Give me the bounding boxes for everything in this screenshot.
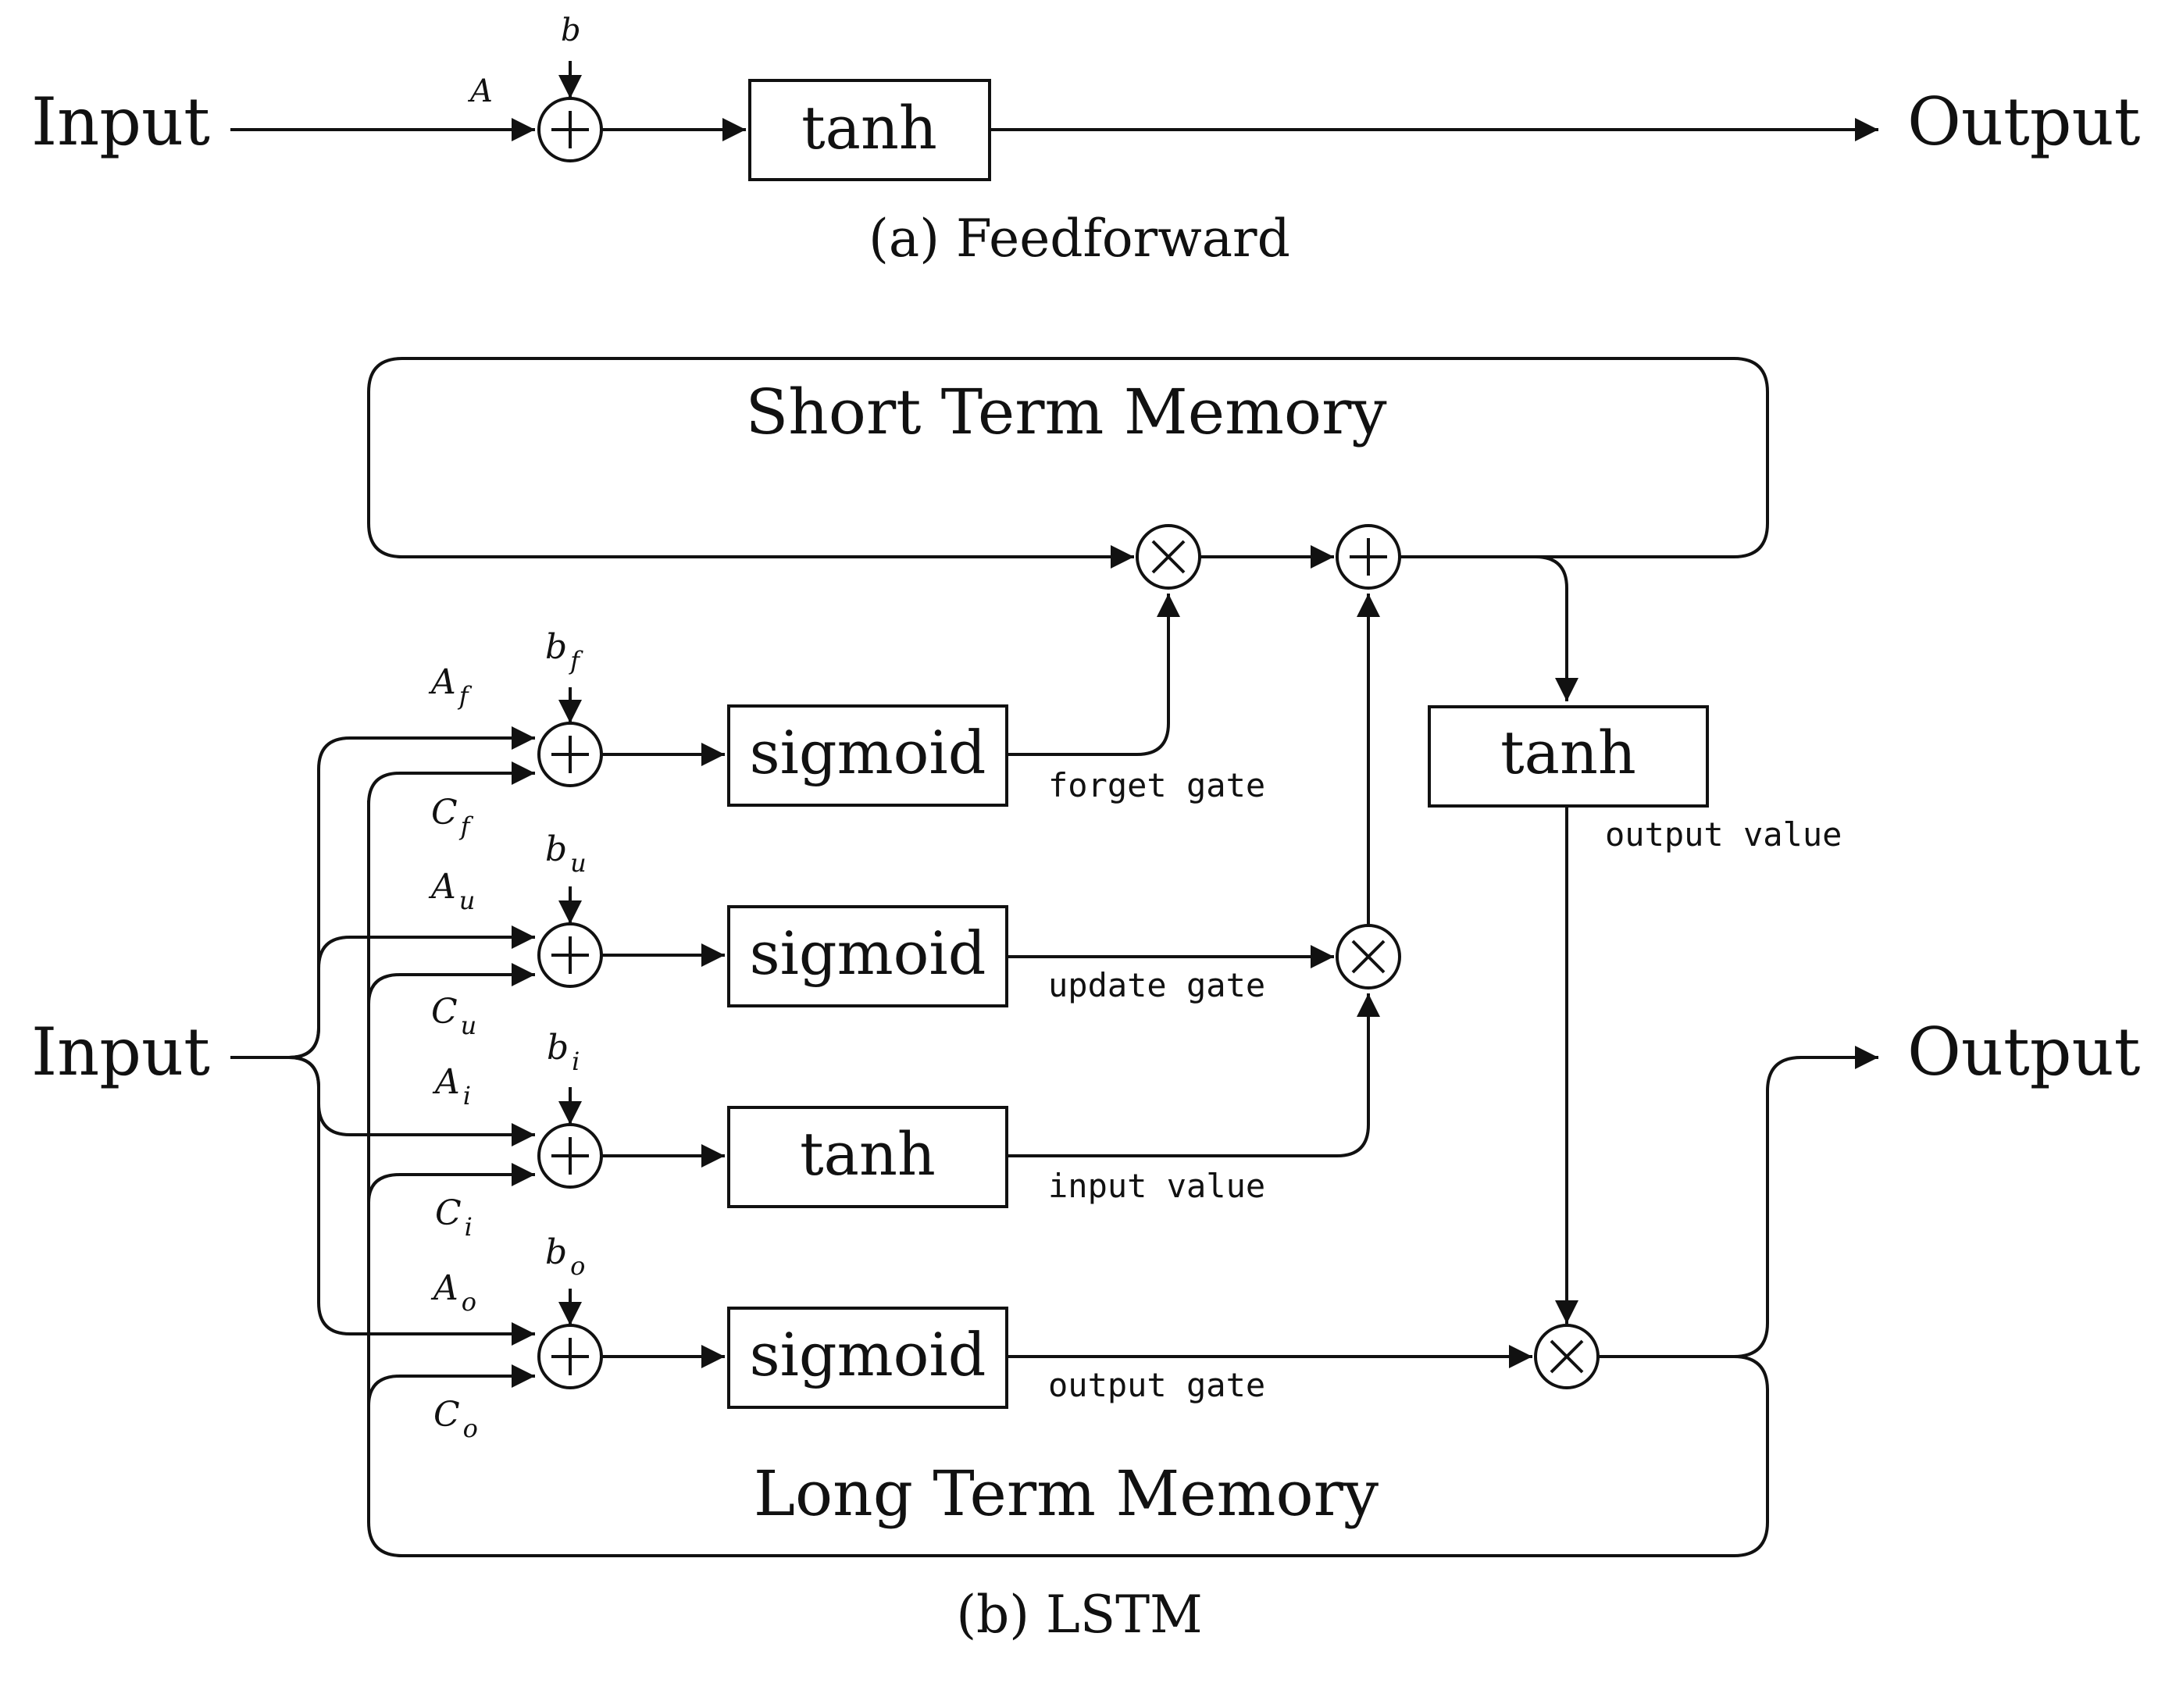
ff-output-label: Output [1907,84,2141,160]
ltm-loop [367,801,1769,1557]
ff-bias-label: b [561,12,581,48]
input-to-Ai-arrow [288,1056,535,1146]
gate-input-activation-label: tanh [800,1119,936,1189]
stm-loop [367,357,1769,558]
stm-add-node [1336,524,1401,590]
update-multiply-node [1336,924,1401,989]
ff-sum-node [537,97,603,162]
output-arrow [1598,1046,1878,1358]
gate-forget-note: forget gate [1048,766,1265,804]
ff-tanh-box [748,79,991,181]
lstm-caption: (b) LSTM [956,1585,1202,1645]
gate-input-note: input value [1048,1167,1265,1205]
input-to-Ao-arrow [288,1056,535,1346]
gate-update-note: update gate [1048,966,1265,1004]
gate-input-sum-node [537,1123,603,1189]
gate-output-note: output gate [1048,1366,1265,1404]
ltm-to-Cf-arrow [367,761,535,984]
ltm-to-Ci-arrow [367,1163,535,1203]
ltm-to-Cu-arrow [367,963,535,1015]
lstm-tanh-label: tanh [1500,718,1636,787]
gate-output-sum-node [537,1324,603,1389]
ff-tanh-label: tanh [801,93,937,162]
ff-weight-label: A [467,73,493,109]
add-to-tanh-arrow [1400,555,1578,701]
gate-update-activation-label: sigmoid [750,918,986,988]
ltm-label: Long Term Memory [754,1457,1379,1530]
lstm-input-label: Input [31,1014,210,1090]
stm-multiply-node [1136,524,1201,590]
gate-forget-activation-box [727,704,1008,807]
ff-caption: (a) Feedforward [869,209,1290,269]
lstm-tanh-box [1428,705,1709,808]
forget-to-stm-multiply-arrow [1007,594,1180,756]
gate-output-activation-label: sigmoid [750,1320,986,1389]
feedforward-diagram: Input A b tanh Output (a) Feedforward [31,12,2141,269]
gate-input-activation-box [727,1106,1008,1208]
lstm-diagram: Short Term Memory tanh output value Outp… [31,357,2141,1645]
gate-forget-activation-label: sigmoid [750,718,986,787]
lstm-output-label: Output [1907,1014,2141,1090]
input-to-Af-arrow [230,726,535,1059]
gate-output-activation-box [727,1307,1008,1409]
stm-label: Short Term Memory [745,376,1386,448]
input-to-Au-arrow [288,925,535,1059]
output-multiply-node [1534,1324,1600,1389]
input-value-to-multiply-arrow [1007,993,1380,1157]
gate-forget-sum-node [537,722,603,787]
gate-update-activation-box [727,905,1008,1007]
output-value-note: output value [1605,815,1842,854]
ltm-to-Co-arrow [367,1364,535,1407]
ff-input-label: Input [31,84,210,160]
gate-update-sum-node [537,922,603,988]
